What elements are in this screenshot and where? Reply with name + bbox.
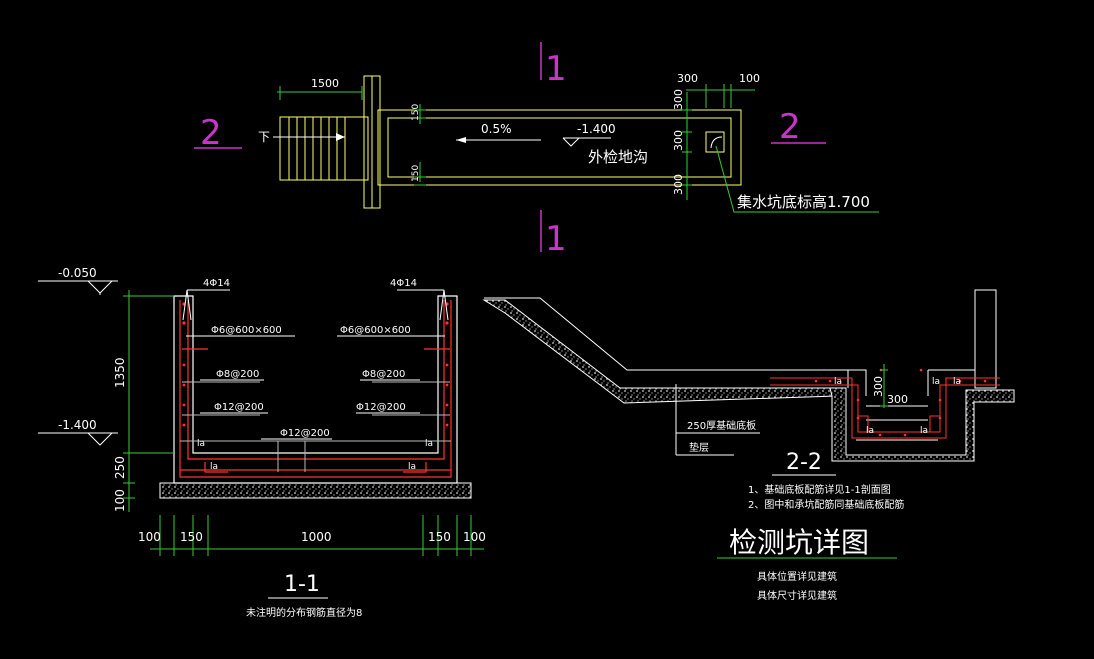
wall-column [363,75,381,209]
sump-note: 集水坑底标高1.700 [737,193,870,211]
dim-100v: 100 [113,489,127,512]
rebar-corner-right: 4Φ14 [390,278,417,289]
la-2-5: la [920,426,928,436]
dim-300-h: 300 [887,393,908,406]
dim-1500 [277,86,363,100]
dim-1500-text: 1500 [311,77,339,90]
dim-bottom-1: 150 [180,530,203,544]
corner-leaders [182,289,449,440]
dim-bottom-3: 150 [428,530,451,544]
section-1-bottom-label: 1 [545,219,567,259]
rebar-wall1-left: Φ8@200 [216,369,259,380]
stair-down-label: 下 [258,130,270,144]
la-label-1: la [197,439,205,449]
slope-text: 0.5% [481,122,512,136]
section-2-2-dims [880,364,888,408]
section-2-left-label: 2 [200,113,222,153]
section-2-2-rebars [770,377,1000,439]
la-2-4: la [866,426,874,436]
dim-150-bottom: 150 [411,165,421,182]
dim-bottom-0: 100 [138,530,161,544]
rebar-wall2-right: Φ12@200 [356,402,406,413]
level-triangle [562,137,580,147]
dim-300-text: 300 [677,72,698,85]
section-2-right-label: 2 [779,107,801,147]
detail-note-1: 具体位置详见建筑 [757,570,837,583]
distribution-bars [180,381,451,472]
dim-250: 250 [113,456,127,479]
trench-label: 外检地沟 [588,148,648,166]
section-2-2-title: 2-2 [786,450,822,475]
level-top-text: -0.050 [58,266,97,280]
plan-view: 下 1 1 2 2 1500 [194,42,879,259]
sump-concrete [829,387,1015,462]
rebar-corner-left: 4Φ14 [203,278,230,289]
section-1-1: 4Φ14 4Φ14 Φ6@600×600 Φ6@600×600 Φ8@200 Φ… [38,266,486,619]
la-label-4: la [408,462,416,472]
rebar-mesh-left: Φ6@600×600 [211,325,282,336]
dim-300-v: 300 [872,376,885,397]
dim-150-top: 150 [411,104,421,121]
slope-arrow-head [456,137,466,143]
dim-300v-top: 300 [672,89,685,110]
stair-outline [279,116,369,181]
la-label-2: la [425,439,433,449]
section-1-top-label: 1 [545,49,567,89]
slab-label: 250厚基础底板 [687,419,756,432]
sump-leader [715,145,879,213]
detail-title: 检测坑详图 [729,526,869,559]
sump-symbol [710,136,723,149]
rebar-wall1-right: Φ8@200 [362,369,405,380]
vertical-dims [123,290,174,512]
section-1-1-note: 未注明的分布钢筋直径为8 [246,606,362,619]
stair-arrow-head [336,133,345,141]
trench-outline [377,109,742,186]
dim-300v-bottom: 300 [672,174,685,195]
dim-bottom-4: 100 [463,530,486,544]
la-2-1: la [834,377,842,387]
la-2-2: la [932,377,940,387]
dim-150-marks [414,104,426,186]
dim-300v-mid: 300 [672,130,685,151]
section-2-2-rebar-dots [814,368,987,437]
dim-top-right [682,84,755,200]
detail-note-2: 具体尺寸详见建筑 [757,589,837,602]
section-2-2: la la la la la 300 300 250厚基础底板 垫层 2-2 1… [482,289,1015,602]
la-label-3: la [210,462,218,472]
dim-100-text: 100 [739,72,760,85]
section-1-1-title: 1-1 [284,572,320,597]
rebar-lines [179,300,452,478]
section-2-2-outline [484,289,997,455]
rebar-mesh-right: Φ6@600×600 [340,325,411,336]
level-bottom-text: -1.400 [58,418,97,432]
level-text: -1.400 [577,122,616,136]
la-2-3: la [953,377,961,387]
dim-1350: 1350 [113,357,127,388]
dim-bottom-2: 1000 [301,530,332,544]
section-2-2-note-1: 1、基础底板配筋详见1-1剖面图 [748,483,891,496]
section-2-2-note-2: 2、图中和承坑配筋同基础底板配筋 [748,498,904,511]
level-markers [38,280,118,446]
horizontal-dims [150,515,484,556]
rebar-slab: Φ12@200 [280,428,330,439]
cushion-label: 垫层 [689,441,709,454]
u-trench-outline [173,295,458,484]
cushion-layer [159,482,472,499]
rebar-wall2-left: Φ12@200 [214,402,264,413]
